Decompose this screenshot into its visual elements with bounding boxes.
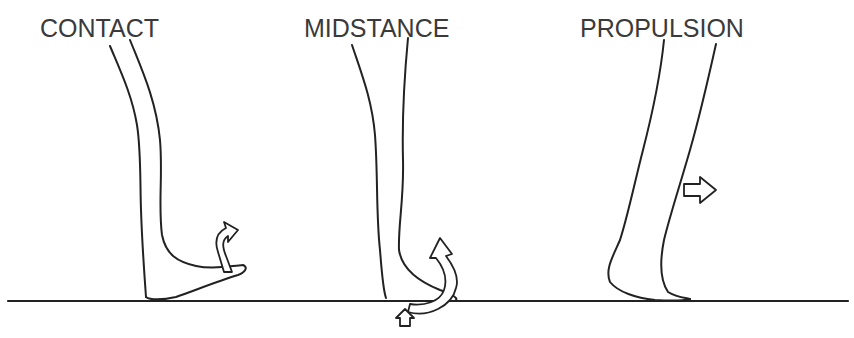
curved-arrow <box>216 222 238 272</box>
leg-outline <box>110 46 146 297</box>
forward-arrow <box>684 177 716 203</box>
leg-outline <box>661 44 716 299</box>
phase-label: CONTACT <box>40 16 159 41</box>
ground-line <box>8 300 848 302</box>
leg-drawings <box>8 38 848 301</box>
motion-arrows <box>216 177 716 326</box>
curved-arrow <box>408 238 457 314</box>
phase-label: MIDSTANCE <box>304 16 449 41</box>
phase-label: PROPULSION <box>580 16 744 41</box>
leg-outline <box>130 40 246 299</box>
leg-outline <box>608 40 690 300</box>
up-arrow <box>396 309 414 326</box>
leg-outline <box>352 45 386 298</box>
